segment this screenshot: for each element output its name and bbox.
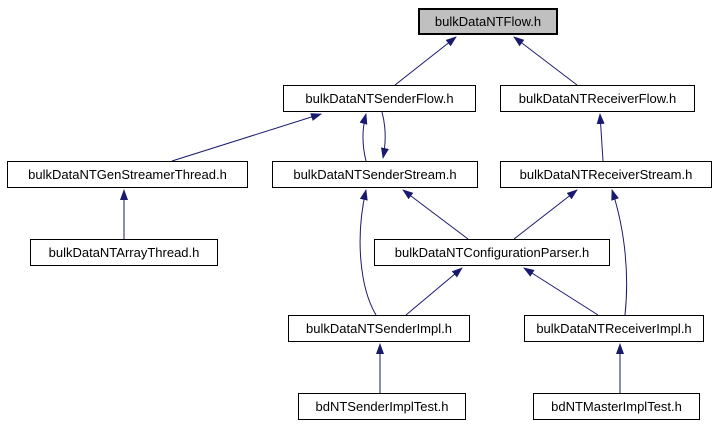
node-senderflow[interactable]: bulkDataNTSenderFlow.h <box>283 85 476 112</box>
edge-genstreamer-to-senderflow <box>171 113 322 162</box>
node-receiverstream[interactable]: bulkDataNTReceiverStream.h <box>500 161 712 188</box>
node-senderstream[interactable]: bulkDataNTSenderStream.h <box>272 161 478 188</box>
edge-senderstream-to-senderflow <box>359 113 368 162</box>
edge-configparser-to-senderstream <box>402 189 469 240</box>
edge-receiverimpl-to-receiverstream <box>611 189 628 316</box>
edge-receiverimpl-to-configparser <box>523 267 599 316</box>
edges-group <box>120 36 628 393</box>
node-receiverimpl[interactable]: bulkDataNTReceiverImpl.h <box>524 315 704 342</box>
node-mastertest[interactable]: bdNTMasterImplTest.h <box>533 393 700 420</box>
node-arraythread[interactable]: bulkDataNTArrayThread.h <box>30 239 218 266</box>
node-receiverflow[interactable]: bulkDataNTReceiverFlow.h <box>500 85 695 112</box>
node-senderimpl[interactable]: bulkDataNTSenderImpl.h <box>288 315 470 342</box>
edge-senderimpl-to-configparser <box>405 267 463 316</box>
node-configparser[interactable]: bulkDataNTConfigurationParser.h <box>374 239 610 266</box>
edge-receiverflow-to-flow <box>513 36 578 86</box>
edge-receiverstream-to-receiverflow <box>596 113 605 162</box>
node-flow[interactable]: bulkDataNTFlow.h <box>418 8 558 35</box>
edge-senderimpl-to-senderstream <box>359 189 377 316</box>
edge-configparser-to-receiverstream <box>513 189 578 240</box>
edge-senderflow-to-flow <box>394 36 457 86</box>
edge-senderflow-to-senderstream <box>381 111 389 159</box>
node-genstreamer[interactable]: bulkDataNTGenStreamerThread.h <box>7 161 248 188</box>
node-sendertest[interactable]: bdNTSenderImplTest.h <box>298 393 466 420</box>
